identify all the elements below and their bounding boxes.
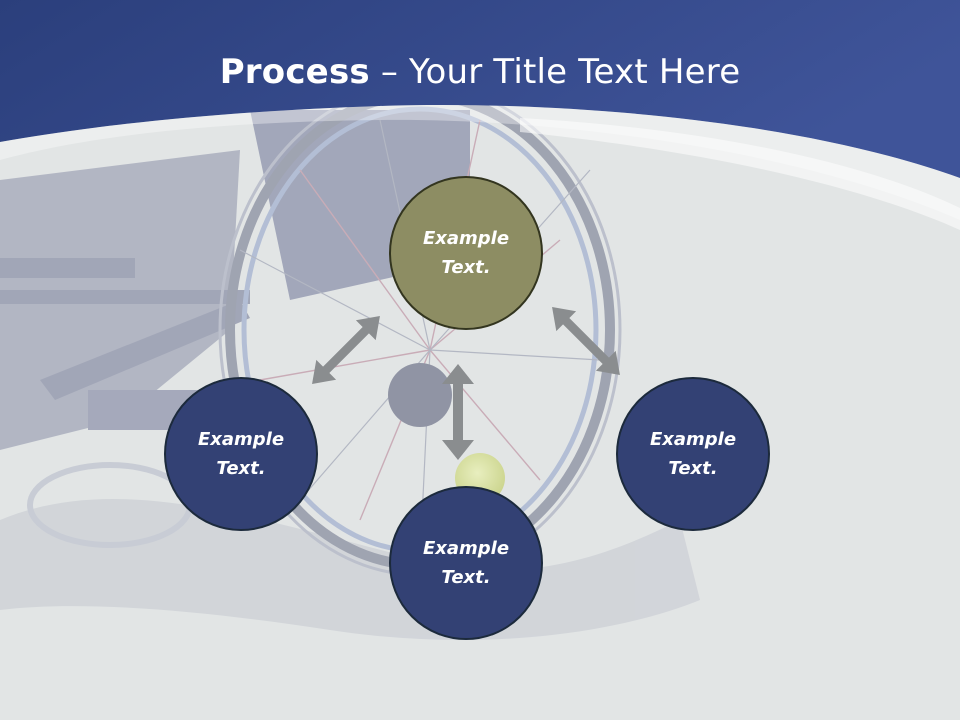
- process-node-bottom: Example Text.: [389, 486, 543, 640]
- process-node-left: Example Text.: [164, 377, 318, 531]
- node-label-line1: Example: [197, 429, 285, 450]
- node-label-line2: Text.: [216, 458, 266, 479]
- header-band: [0, 0, 960, 178]
- arrow-top-right: [552, 307, 620, 375]
- title-bold: Process: [219, 52, 370, 92]
- slide-title: Process – Your Title Text Here: [0, 52, 960, 92]
- arrow-vertical: [442, 364, 474, 460]
- node-label-line2: Text.: [668, 458, 718, 479]
- connector-arrows: [312, 307, 620, 460]
- node-label-line1: Example: [422, 228, 510, 249]
- node-label-line2: Text.: [441, 567, 491, 588]
- header-arc: [0, 104, 960, 220]
- node-label-line1: Example: [422, 538, 510, 559]
- title-rest: – Your Title Text Here: [369, 52, 741, 92]
- node-label-line2: Text.: [441, 257, 491, 278]
- process-node-right: Example Text.: [616, 377, 770, 531]
- process-node-top: Example Text.: [389, 176, 543, 330]
- node-label-line1: Example: [649, 429, 737, 450]
- arrow-top-left: [312, 316, 380, 384]
